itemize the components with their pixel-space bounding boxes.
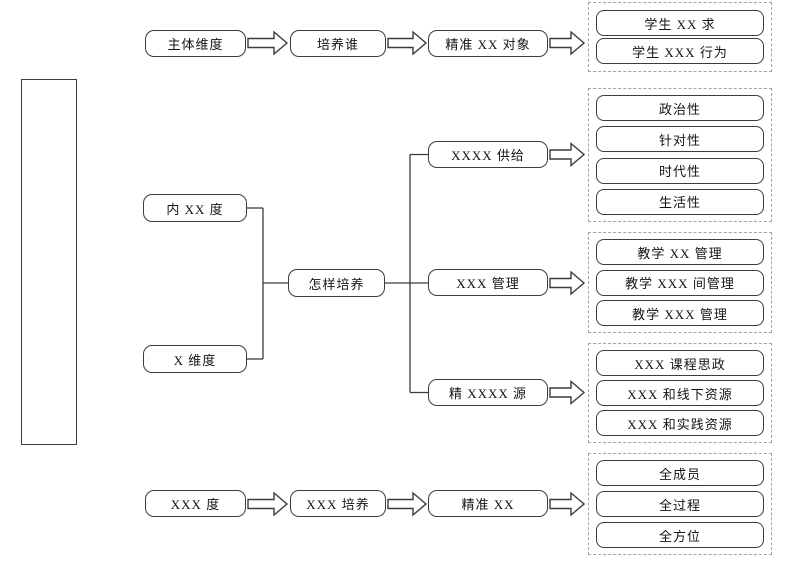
- output-item: 时代性: [596, 157, 764, 184]
- node-inner-dimension: 内 XX 度: [143, 194, 247, 222]
- group-top-outputs: 学生 XX 求 学生 XXX 行为: [588, 2, 772, 72]
- group-supply-outputs: 政治性 针对性 时代性 生活性: [588, 88, 772, 222]
- output-item: 教学 XXX 间管理: [596, 269, 764, 296]
- arrow-right-icon: [387, 30, 428, 56]
- output-item: 全过程: [596, 491, 764, 517]
- arrow-right-icon: [549, 491, 586, 517]
- output-item: XXX 课程思政: [596, 350, 764, 376]
- output-item: 生活性: [596, 188, 764, 215]
- group-management-outputs: 教学 XX 管理 教学 XXX 间管理 教学 XXX 管理: [588, 232, 772, 333]
- output-item: 全成员: [596, 460, 764, 486]
- arrow-right-icon: [387, 491, 428, 517]
- group-bottom-outputs: 全成员 全过程 全方位: [588, 453, 772, 555]
- node-how-to-cultivate: 怎样培养: [288, 269, 385, 297]
- output-item: 教学 XX 管理: [596, 239, 764, 265]
- arrow-right-icon: [247, 491, 289, 517]
- arrow-right-icon: [549, 379, 586, 406]
- output-item: 针对性: [596, 126, 764, 153]
- node-who-to-cultivate: 培养谁: [290, 30, 386, 57]
- node-x-dimension: X 维度: [143, 345, 247, 373]
- vertical-title-box: [21, 79, 77, 445]
- arrow-right-icon: [549, 270, 586, 296]
- node-subject-dimension: 主体维度: [145, 30, 246, 57]
- node-xxx-dimension: XXX 度: [145, 490, 246, 517]
- node-precise-xx: 精准 XX: [428, 490, 548, 517]
- output-item: XXX 和实践资源: [596, 410, 764, 436]
- output-item: 学生 XX 求: [596, 10, 764, 36]
- output-item: 学生 XXX 行为: [596, 38, 764, 64]
- group-resources-outputs: XXX 课程思政 XXX 和线下资源 XXX 和实践资源: [588, 343, 772, 443]
- node-xxx-cultivate: XXX 培养: [290, 490, 386, 517]
- node-management: XXX 管理: [428, 269, 548, 296]
- node-precise-target: 精准 XX 对象: [428, 30, 548, 57]
- arrow-right-icon: [549, 141, 586, 168]
- arrow-right-icon: [549, 30, 586, 56]
- output-item: 教学 XXX 管理: [596, 300, 764, 326]
- arrow-right-icon: [247, 30, 289, 56]
- node-resources: 精 XXXX 源: [428, 379, 548, 406]
- output-item: XXX 和线下资源: [596, 380, 764, 406]
- node-supply: XXXX 供给: [428, 141, 548, 168]
- output-item: 政治性: [596, 95, 764, 121]
- output-item: 全方位: [596, 522, 764, 548]
